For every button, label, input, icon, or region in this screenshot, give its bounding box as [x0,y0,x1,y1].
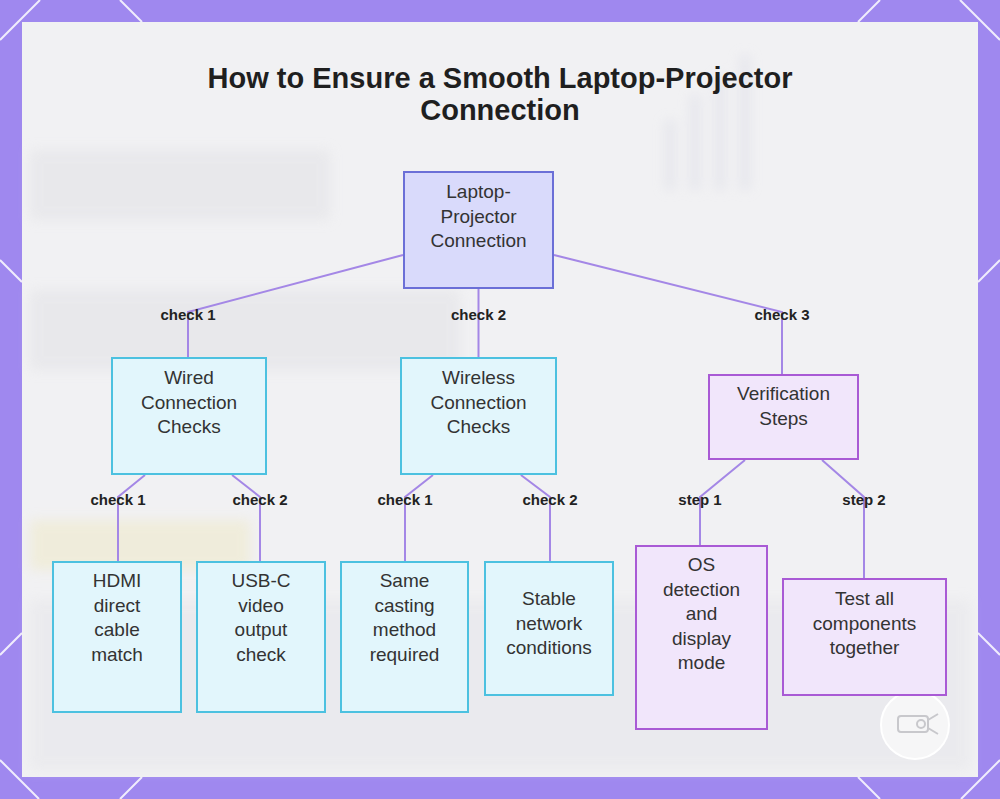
edge-label: check 1 [377,491,432,509]
category-box: Wired Connection Checks [111,357,267,475]
edge-label: check 2 [232,491,287,509]
root-box: Laptop-Projector Connection [403,171,554,289]
logo-circle [881,691,949,759]
check-box: USB-C video output check [196,561,326,713]
photo-blur [665,120,675,190]
node-text: OS detection and display mode [659,553,744,676]
node-text: Laptop-Projector Connection [429,180,529,254]
edge-label: step 1 [678,491,721,509]
frame-line [858,0,880,22]
edge-label: step 2 [842,491,885,509]
category-box: Verification Steps [708,374,859,460]
projector-lens [917,720,925,728]
edge-label: check 2 [451,306,506,324]
frame-line [120,0,142,22]
check-box: Same casting method required [340,561,469,713]
connector-line [554,255,782,374]
frame-line [858,777,880,799]
frame-line [978,260,1000,282]
edge-label: check 2 [522,491,577,509]
check-box: HDMI direct cable match [52,561,182,713]
photo-blur [30,150,330,220]
node-text: USB-C video output check [225,569,297,667]
connector-line [188,255,403,357]
photo-blur [690,95,700,190]
node-text: HDMI direct cable match [82,569,152,667]
blurred-photo [30,55,970,770]
node-text: Stable network conditions [502,587,597,661]
node-text: Test all components together [809,587,921,661]
edge-label: check 1 [90,491,145,509]
diagram-title: How to Ensure a Smooth Laptop-Projector … [150,62,850,126]
node-text: Wired Connection Checks [132,366,247,440]
connector-line [118,475,145,561]
frame-line [120,777,142,799]
connector-line [405,475,433,561]
frame-line [978,633,1000,655]
projector-icon [898,716,928,732]
projector-beam [928,714,938,734]
inner-panel [22,22,978,777]
frame-line [0,260,22,282]
frame-line [0,633,22,655]
node-text: Wireless Connection Checks [421,366,536,440]
step-box: Test all components together [782,578,947,696]
connector-line [232,475,260,561]
node-text: Same casting method required [364,569,446,667]
edge-label: check 1 [160,306,215,324]
category-box: Wireless Connection Checks [400,357,557,475]
logo-badge [881,691,949,759]
connector-line [521,475,550,561]
check-box: Stable network conditions [484,561,614,696]
step-box: OS detection and display mode [635,545,768,730]
connector-line [822,460,864,578]
node-text: Verification Steps [721,382,846,431]
edge-label: check 3 [754,306,809,324]
